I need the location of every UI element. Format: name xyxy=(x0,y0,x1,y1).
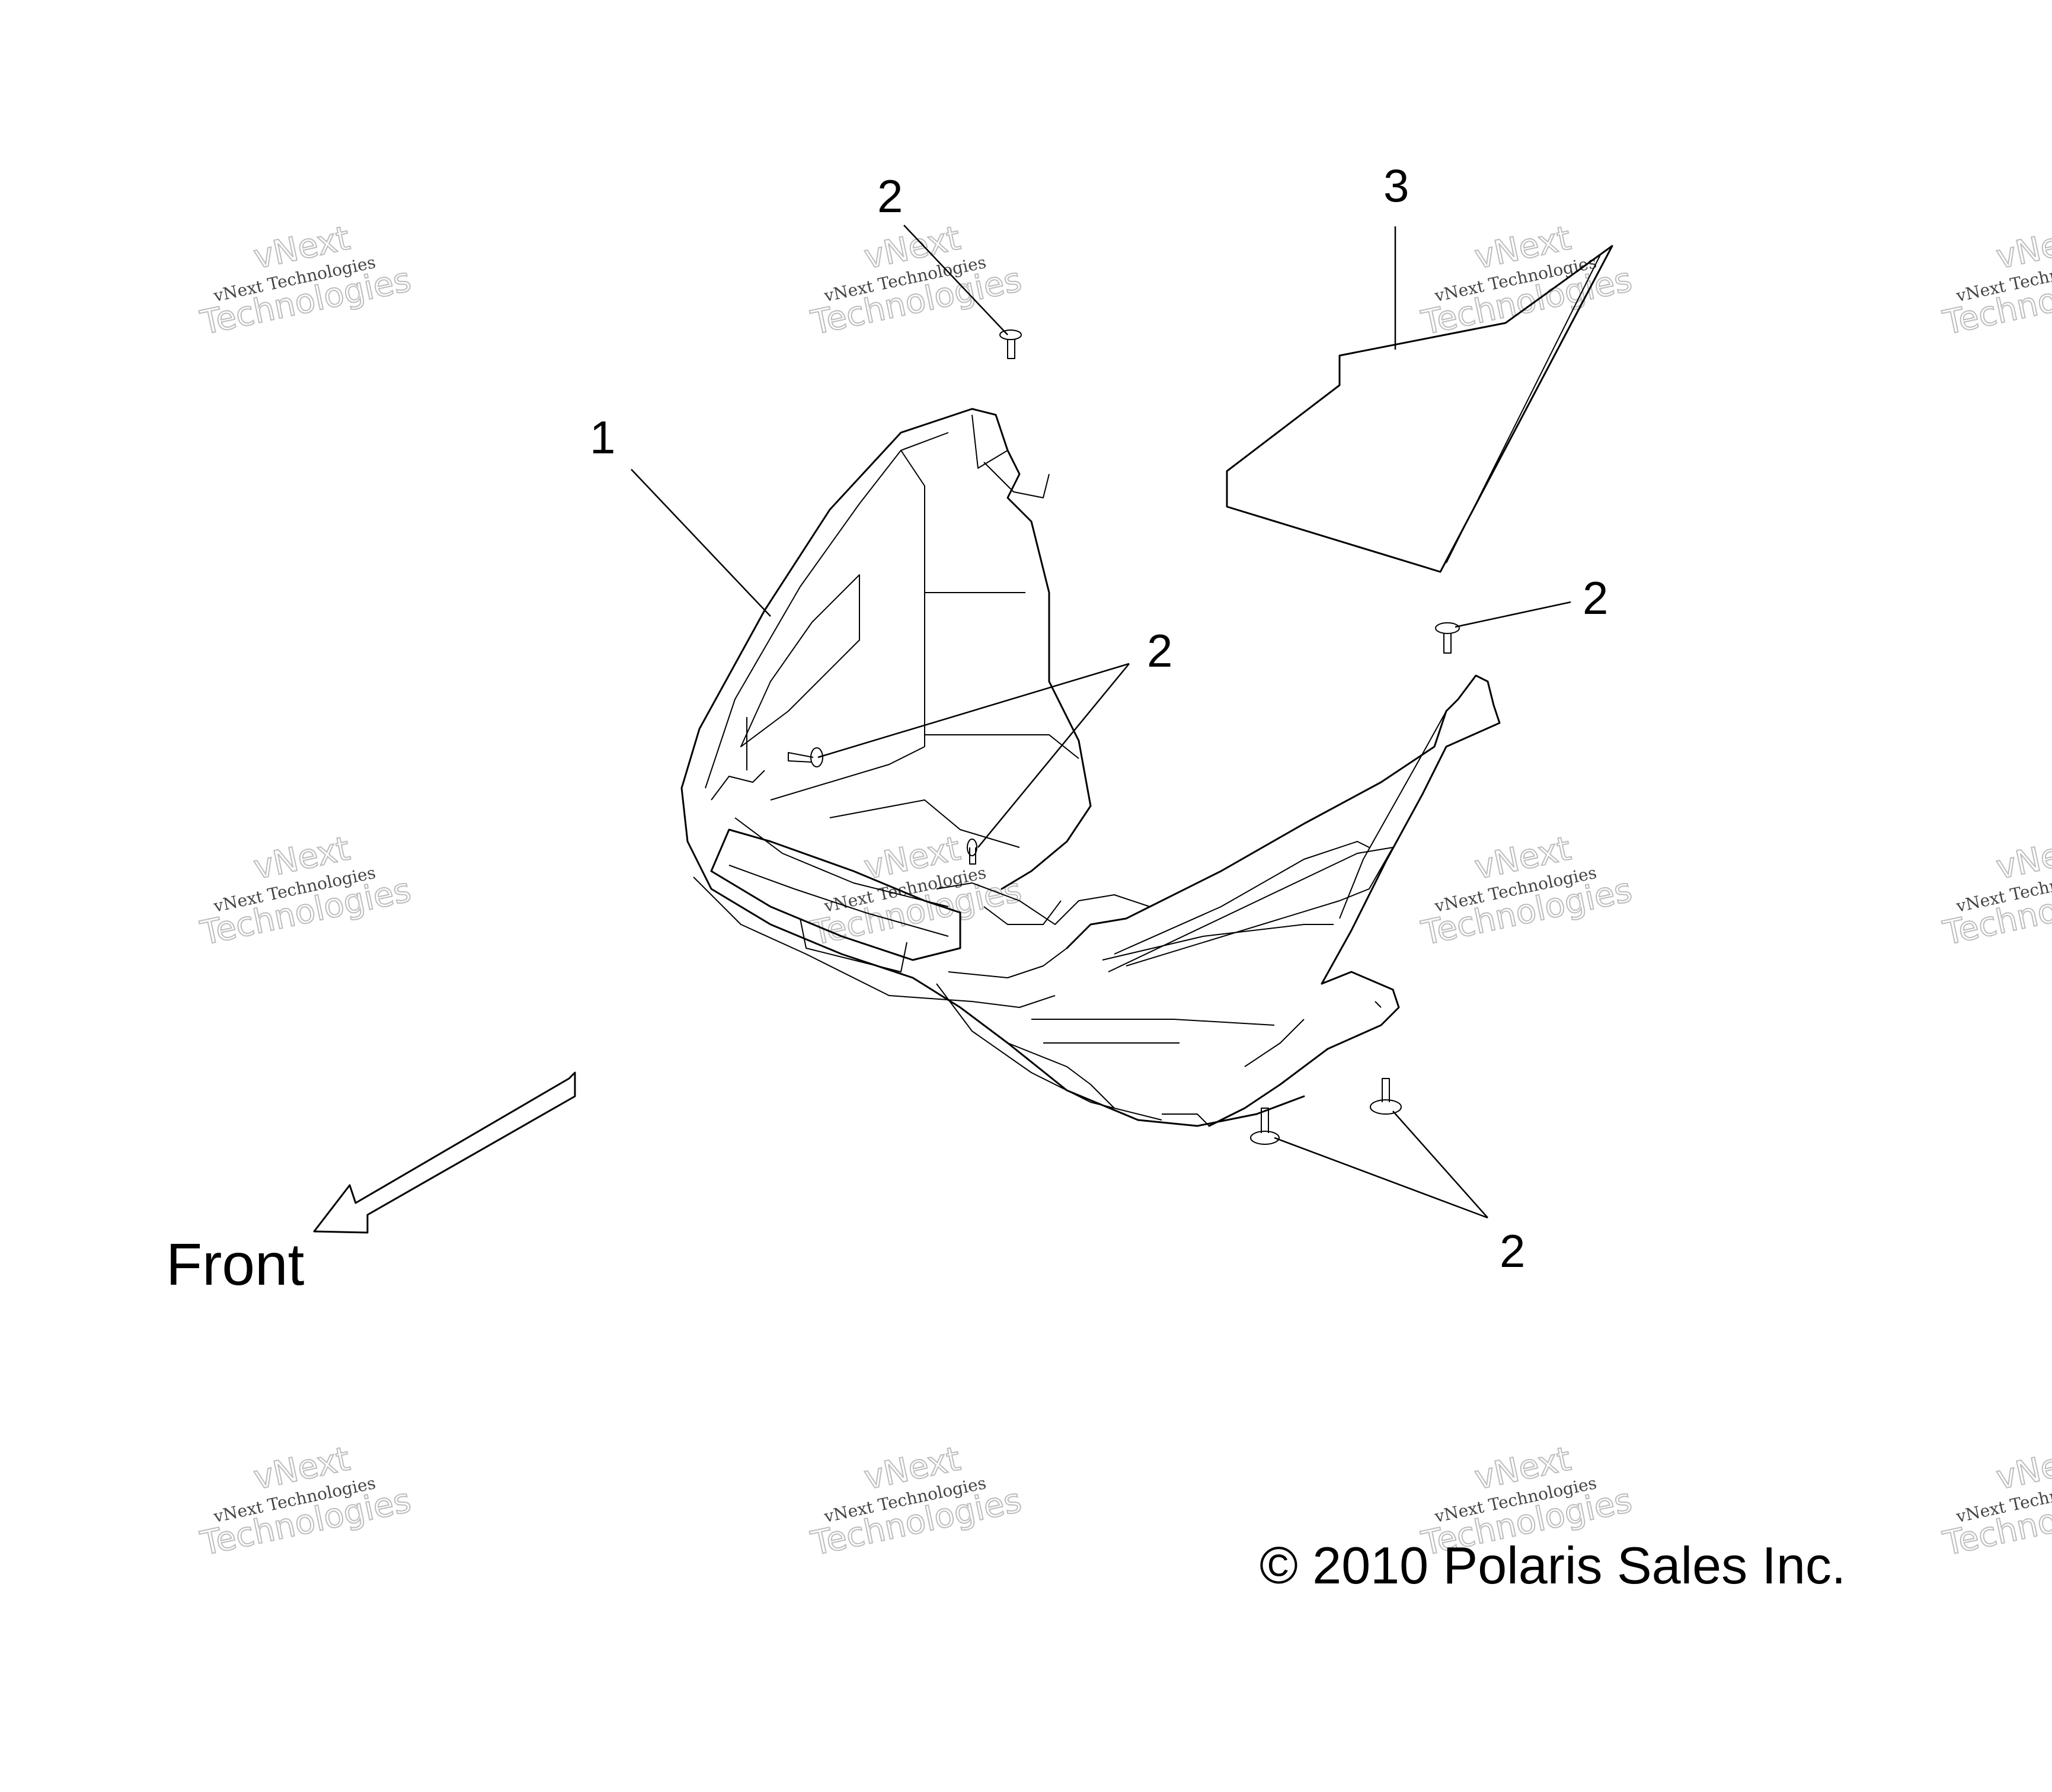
fastener-right[interactable] xyxy=(1435,622,1460,654)
fastener-bottom-right[interactable] xyxy=(1370,1078,1402,1115)
callout-2-bottom: 2 xyxy=(1500,1225,1525,1277)
fastener-top[interactable] xyxy=(999,329,1022,359)
part-1-nose-shroud[interactable] xyxy=(680,408,1305,1127)
callout-2-right: 2 xyxy=(1583,572,1608,624)
right-fender-shell[interactable] xyxy=(1007,674,1501,1127)
callout-3: 3 xyxy=(1383,159,1409,212)
part-3-side-panel[interactable] xyxy=(1226,245,1613,573)
front-label: Front xyxy=(166,1231,305,1298)
leader-lines xyxy=(631,225,1571,1219)
front-direction-arrow xyxy=(313,1071,576,1234)
fastener-bottom-left[interactable] xyxy=(1250,1108,1280,1145)
callout-2-center: 2 xyxy=(1147,625,1172,677)
fastener-left[interactable] xyxy=(788,747,823,767)
callout-1: 1 xyxy=(590,411,615,463)
callout-2-top: 2 xyxy=(877,170,903,222)
part-2-fasteners[interactable] xyxy=(788,329,1460,1145)
copyright-notice: © 2010 Polaris Sales Inc. xyxy=(1260,1536,1846,1595)
fastener-center[interactable] xyxy=(967,839,977,865)
